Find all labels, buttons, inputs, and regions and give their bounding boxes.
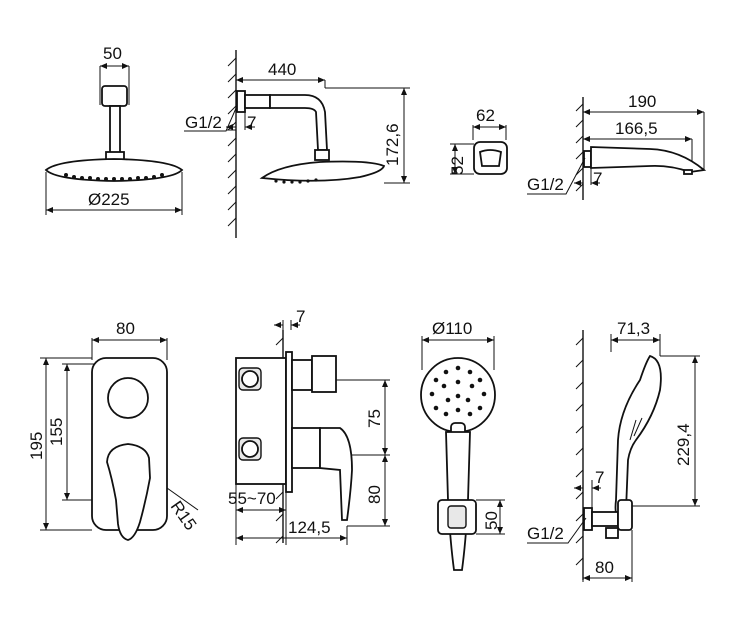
hand-shower-view: Ø110 50 — [420, 319, 505, 571]
dim-depth-range: 55~70 — [228, 489, 276, 508]
dim-holder-height: 50 — [482, 511, 501, 530]
dim-thread-b: G1/2 — [527, 175, 564, 194]
dim-button-height: 52 — [448, 156, 467, 175]
dim-thread-a: G1/2 — [185, 113, 222, 132]
mixer-plate-front-view: 80 195 155 R15 — [27, 319, 200, 541]
dim-button-width: 62 — [476, 106, 495, 125]
dim-wall-gap-a: 7 — [247, 113, 256, 132]
dim-plate-height-inner: 155 — [47, 418, 66, 446]
dim-plate-width: 80 — [116, 319, 135, 338]
dim-spout-length: 190 — [628, 92, 656, 111]
dim-lower-offset: 80 — [365, 485, 384, 504]
dim-wall-gap-b: 7 — [593, 169, 602, 188]
dim-plate-radius: R15 — [167, 497, 200, 533]
dim-wall-gap-c: 7 — [595, 468, 604, 487]
shower-arm-side-view: 440 172,6 7 G1/2 — [184, 50, 410, 238]
dim-upper-offset: 75 — [365, 409, 384, 428]
dim-spout-inner: 166,5 — [615, 119, 658, 138]
dim-thread-c: G1/2 — [527, 524, 564, 543]
dim-arm-length: 440 — [268, 60, 296, 79]
bath-spout-view: 190 166,5 7 G1/2 — [527, 92, 707, 200]
shower-head-top-view: 50 Ø225 — [44, 44, 184, 215]
slide-bar-side-view: 71,3 229,4 7 G1/2 80 — [527, 319, 700, 582]
diverter-button-view: 62 52 — [448, 106, 508, 175]
dim-body-wall-gap: 7 — [296, 307, 305, 326]
dim-slide-width: 71,3 — [617, 319, 650, 338]
dim-plate-height-total: 195 — [27, 432, 46, 460]
dim-arm-height: 172,6 — [383, 123, 402, 166]
dim-handshower-diameter: Ø110 — [432, 319, 472, 338]
dim-bracket-width: 80 — [595, 558, 614, 577]
dim-slide-height: 229,4 — [674, 423, 693, 466]
dim-body-depth: 124,5 — [288, 518, 331, 537]
dim-head-diameter: Ø225 — [88, 190, 130, 209]
dim-head-top-width: 50 — [103, 44, 122, 63]
mixer-body-side-view: 7 75 80 55~70 124,5 — [228, 307, 390, 545]
